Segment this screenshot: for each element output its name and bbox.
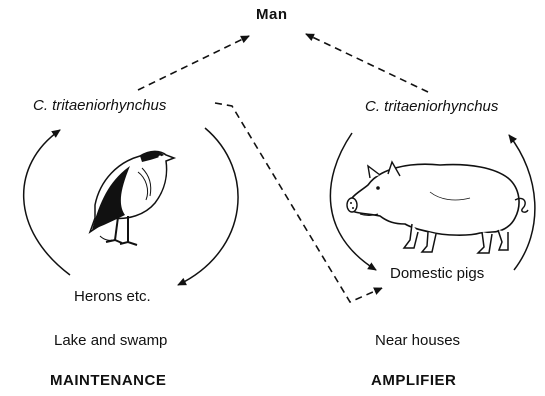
right-cycle-arc-left [329, 132, 377, 271]
right-cycle-arc-right [508, 134, 536, 271]
right-habitat-label: Near houses [375, 332, 461, 349]
heron-bird-icon [88, 150, 177, 246]
arrow-left-vector-to-man [137, 35, 250, 91]
right-role-label: AMPLIFIER [371, 372, 457, 389]
node-man: Man [256, 6, 288, 23]
arrow-right-vector-to-man [305, 33, 429, 93]
left-cycle-arc-right [177, 127, 239, 286]
left-role-label: MAINTENANCE [50, 372, 167, 389]
pig-icon [346, 160, 529, 254]
left-vector-label: C. tritaeniorhynchus [33, 97, 167, 114]
right-host-label: Domestic pigs [390, 265, 485, 282]
left-cycle-arc-left [22, 129, 71, 276]
left-host-label: Herons etc. [74, 288, 151, 305]
right-vector-label: C. tritaeniorhynchus [365, 98, 499, 115]
left-habitat-label: Lake and swamp [54, 332, 168, 349]
